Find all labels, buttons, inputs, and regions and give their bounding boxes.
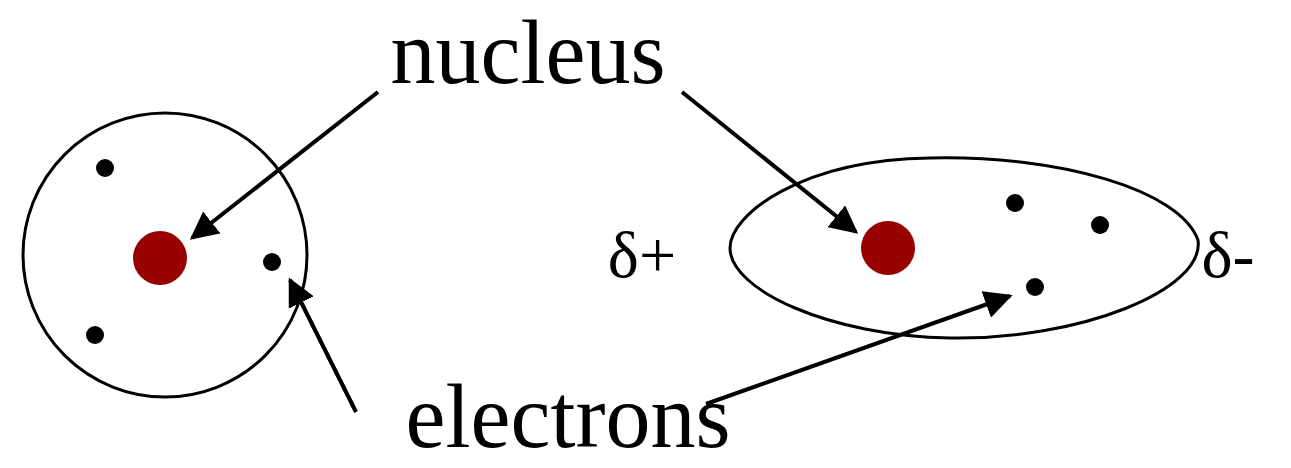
electron-dot xyxy=(1091,216,1109,234)
electron-dot xyxy=(96,159,114,177)
electron-dot xyxy=(1026,278,1044,296)
electron-dot xyxy=(86,326,104,344)
nucleus-dot xyxy=(133,231,187,285)
electron-dot xyxy=(263,253,281,271)
leader-arrow xyxy=(192,92,378,238)
leader-arrow xyxy=(682,92,856,232)
charge-label: δ- xyxy=(1201,219,1254,292)
atom-outline xyxy=(23,113,307,397)
charge-label: δ+ xyxy=(608,219,676,292)
part-label: electrons xyxy=(406,367,731,466)
nucleus-dot xyxy=(861,221,915,275)
leader-arrow xyxy=(290,280,356,412)
leader-arrow xyxy=(706,296,1010,404)
part-label: nucleus xyxy=(391,3,666,102)
electron-dot xyxy=(1006,194,1024,212)
